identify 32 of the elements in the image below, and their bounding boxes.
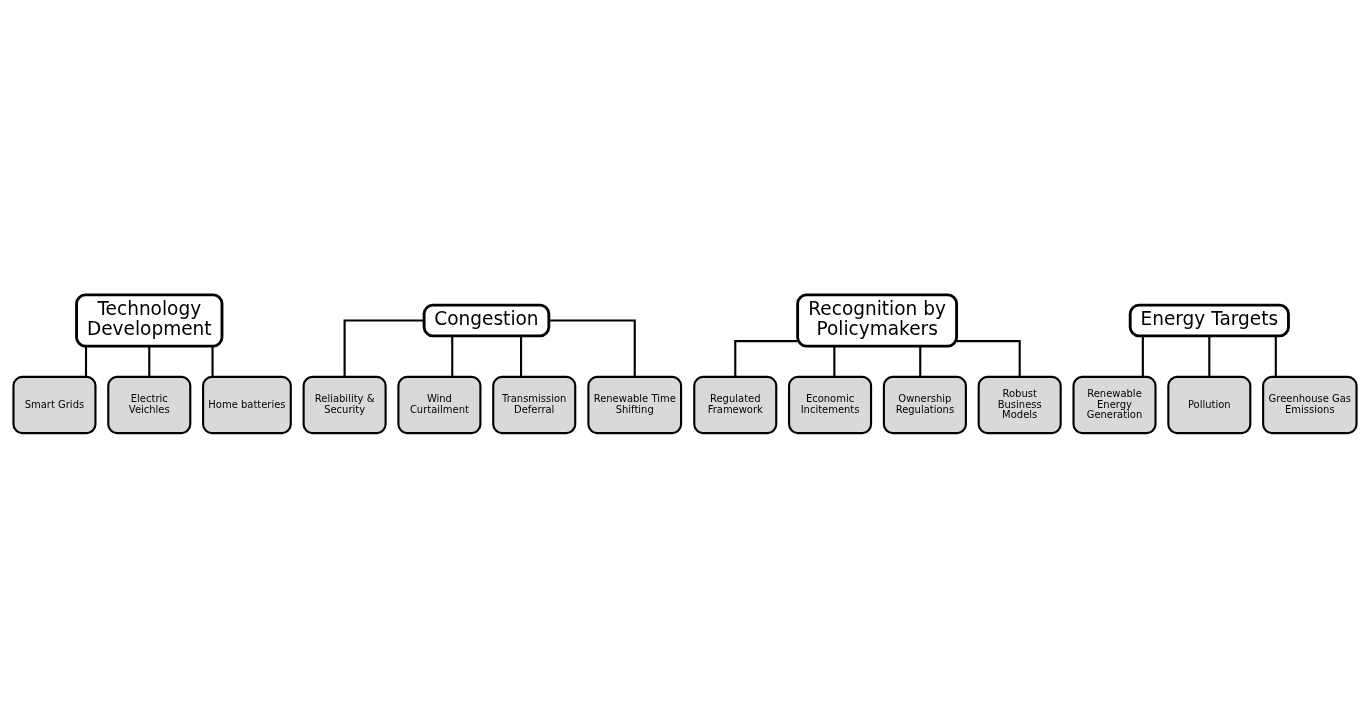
node-box: Greenhouse Gas Emissions: [1262, 375, 1358, 435]
node-box: Pollution: [1167, 375, 1252, 435]
node-box: Renewable Energy Generation: [1072, 375, 1157, 435]
node-box: Technology Development: [75, 293, 224, 348]
connector: [519, 336, 523, 377]
connector: [919, 346, 922, 377]
connector: [343, 319, 425, 377]
connector: [148, 346, 151, 377]
connector: [1141, 336, 1144, 377]
node-box: Ownership Regulations: [882, 375, 967, 435]
node-box: Energy Targets: [1128, 303, 1290, 338]
connector: [734, 340, 798, 377]
connector: [833, 346, 836, 377]
connector: [1208, 336, 1211, 377]
node-box: Home batteries: [202, 375, 292, 435]
node-box: Robust Business Models: [977, 375, 1062, 435]
connector: [1274, 336, 1277, 377]
connector: [211, 346, 214, 377]
connector: [84, 346, 88, 377]
node-box: Congestion: [422, 303, 551, 338]
connector: [451, 336, 454, 377]
node-box: Reliability & Security: [302, 375, 387, 435]
connector: [956, 340, 1021, 377]
connector: [548, 319, 636, 377]
node-box: Regulated Framework: [693, 375, 778, 435]
node-box: Electric Veichles: [107, 375, 192, 435]
node-box: Economic Incitements: [788, 375, 873, 435]
node-box: Smart Grids: [12, 375, 97, 435]
node-box: Wind Curtailment: [397, 375, 482, 435]
node-box: Recognition by Policymakers: [796, 293, 959, 348]
node-box: Transmission Deferral: [492, 375, 577, 435]
node-box: Renewable Time Shifting: [587, 375, 683, 435]
